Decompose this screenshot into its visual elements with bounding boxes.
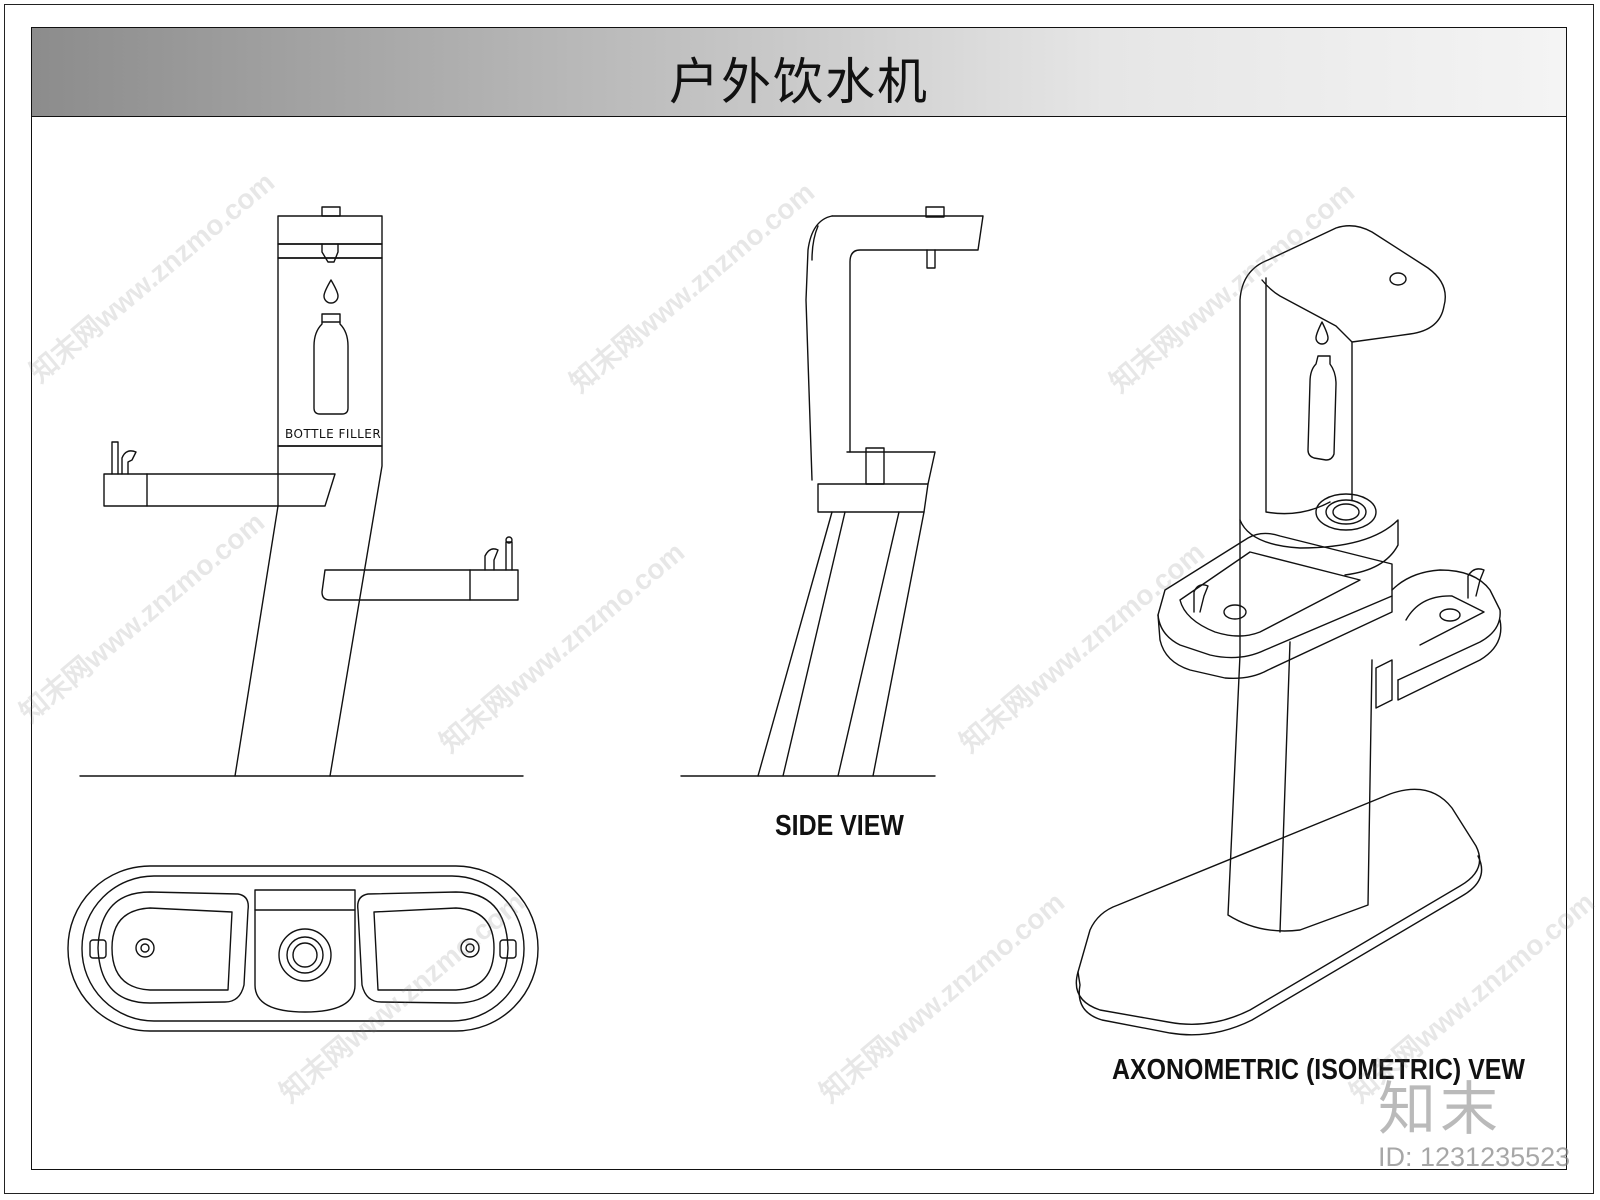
plan-view — [67, 865, 539, 1032]
plan-filler-drain — [278, 928, 332, 982]
plan-inner-outline — [81, 875, 525, 1022]
axo-rear-bubbler — [1467, 568, 1485, 599]
axo-column — [1227, 654, 1373, 932]
title-bar: 户外饮水机 — [31, 27, 1567, 117]
drawing-sheet — [4, 4, 1594, 1194]
axo-rear-basin — [1391, 569, 1501, 681]
filler-nozzle — [321, 243, 339, 263]
brand-watermark: 知末 — [1378, 1075, 1503, 1143]
plan-left-bowl — [97, 891, 249, 1004]
axo-head-button — [1389, 272, 1407, 286]
filler-band — [277, 243, 383, 259]
axo-base-top — [1075, 788, 1481, 1025]
left-bubbler-post — [111, 441, 119, 475]
pedestal-left-edge — [234, 445, 279, 777]
axo-front-basin — [1157, 532, 1393, 659]
left-basin — [103, 473, 336, 507]
filler-top-cap — [321, 206, 341, 217]
filler-panel — [277, 257, 383, 447]
side-nozzle — [926, 249, 936, 269]
bottle-filler-label: BOTTLE FILLER — [285, 427, 382, 441]
filler-head — [277, 215, 383, 245]
front-elevation — [79, 206, 524, 777]
side-head-cap — [925, 206, 945, 218]
axonometric-view — [1075, 225, 1502, 1036]
drawing-title: 户外饮水机 — [669, 53, 929, 111]
right-basin — [321, 569, 519, 601]
gooseneck-inner — [831, 215, 984, 453]
drawing-frame — [31, 116, 1567, 1170]
plan-right-drain — [460, 938, 480, 958]
plan-center-well — [254, 889, 356, 1013]
pedestal-right-edge — [277, 445, 383, 777]
droplet-icon — [323, 279, 339, 304]
left-bubbler — [121, 450, 137, 475]
side-basin — [817, 483, 929, 513]
drawing-id: ID: 1231235523 — [1378, 1142, 1571, 1172]
axo-upper-body — [1239, 225, 1446, 656]
side-bubbler-stub — [865, 447, 885, 485]
gooseneck-outer — [805, 215, 833, 481]
side-view — [680, 206, 984, 777]
plan-outer-outline — [67, 865, 539, 1032]
axo-filler-recess — [1265, 277, 1331, 515]
side-view-label: SIDE VIEW — [775, 810, 904, 842]
plan-left-drain — [135, 938, 155, 958]
bottle-icon — [313, 313, 349, 415]
plan-right-bowl — [357, 891, 509, 1004]
axo-filler-drain — [1315, 493, 1377, 531]
axo-bottle-icon — [1307, 355, 1337, 461]
axo-front-bubbler — [1193, 584, 1209, 613]
right-bubbler — [484, 548, 499, 571]
axonometric-view-label: AXONOMETRIC (ISOMETRIC) VEW — [1112, 1054, 1525, 1086]
axo-base-edge — [1077, 855, 1483, 1036]
